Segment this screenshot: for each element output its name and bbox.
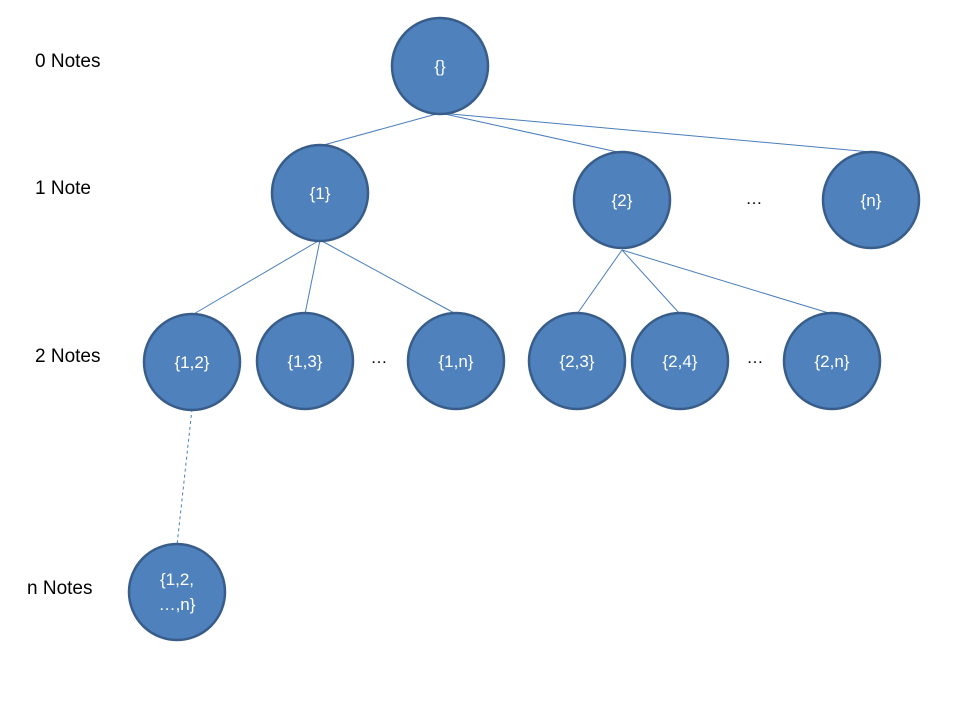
- edge-1-12: [191, 239, 321, 316]
- node-label: {2,3}: [560, 352, 595, 371]
- node-label: {1,n}: [439, 352, 474, 371]
- node-label: {n}: [861, 191, 882, 210]
- edge-2-23: [576, 249, 623, 315]
- node-1-2-to-n: {1,2, …,n}: [127, 542, 227, 642]
- node-circle: [527, 311, 627, 411]
- node-2: {2}: [572, 150, 672, 250]
- edge-root-1: [319, 112, 441, 147]
- node-label: {1}: [310, 184, 331, 203]
- node-1: {1}: [270, 143, 370, 243]
- edge-2-2n: [621, 249, 833, 315]
- node-circle: [782, 311, 882, 411]
- node-circle: [270, 143, 370, 243]
- edge-1-13: [304, 239, 321, 315]
- node-circle: [142, 312, 242, 412]
- node-circle: [406, 311, 506, 411]
- node-1-3: {1,3}: [255, 311, 355, 411]
- node-1-2: {1,2}: [142, 312, 242, 412]
- node-label-line-1: {1,2,: [160, 570, 194, 589]
- edge-root-n: [439, 112, 872, 153]
- node-label: {1,3}: [288, 352, 323, 371]
- level-label-n: n Notes: [27, 578, 92, 599]
- edge-12-12n-dashed: [176, 408, 193, 546]
- node-n: {n}: [821, 150, 921, 250]
- node-circle: [821, 150, 921, 250]
- node-circle: [390, 16, 490, 116]
- node-circle: [630, 311, 730, 411]
- node-circle: [255, 311, 355, 411]
- node-2-3: {2,3}: [527, 311, 627, 411]
- edges: [176, 112, 872, 546]
- ellipsis-level-2-a: …: [371, 348, 388, 367]
- level-label-1: 1 Note: [35, 178, 91, 199]
- node-circle: [127, 542, 227, 642]
- node-label: {2,4}: [663, 352, 698, 371]
- ellipsis-level-2-b: …: [747, 348, 764, 367]
- edge-1-1n: [319, 239, 457, 315]
- node-circle: [572, 150, 672, 250]
- node-label: {1,2}: [175, 353, 210, 372]
- ellipsis-level-1: …: [746, 189, 763, 208]
- node-2-n: {2,n}: [782, 311, 882, 411]
- node-root: {}: [390, 16, 490, 116]
- level-label-0: 0 Notes: [35, 51, 100, 72]
- node-1-n: {1,n}: [406, 311, 506, 411]
- node-label: {2,n}: [815, 352, 850, 371]
- node-label: {}: [434, 57, 446, 76]
- level-label-2: 2 Notes: [35, 346, 100, 367]
- node-2-4: {2,4}: [630, 311, 730, 411]
- node-label: {2}: [612, 191, 633, 210]
- level-labels: 0 Notes 1 Note 2 Notes n Notes: [27, 51, 100, 599]
- edge-root-2: [439, 112, 623, 154]
- edge-2-24: [621, 249, 681, 315]
- node-label-line-2: …,n}: [159, 595, 196, 614]
